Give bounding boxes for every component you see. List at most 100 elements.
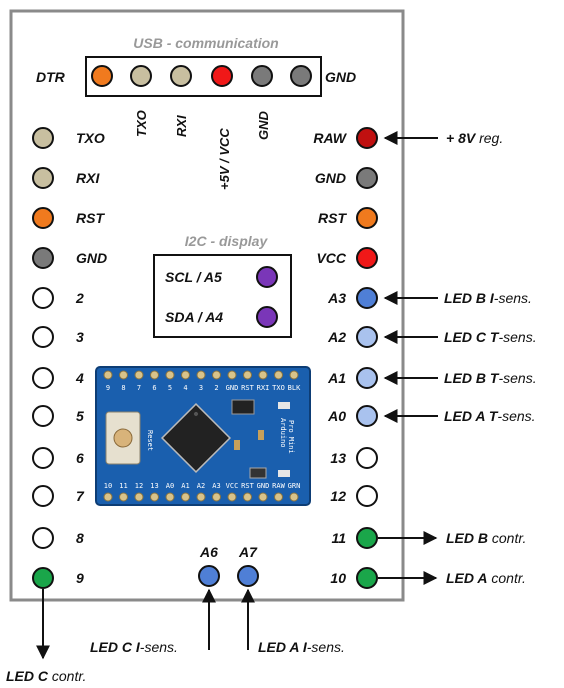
pcb-top-label-2: 7 [137,384,141,392]
note-p10: LED A contr. [446,570,526,586]
right-pin-label-10: 11 [331,530,346,546]
right-pin-label-8: 13 [330,450,346,466]
left-pin-6 [33,368,53,388]
left-pin-label-0: TXO [76,130,105,146]
left-pin-10 [33,528,53,548]
right-pin-label-11: 10 [330,570,346,586]
pcb-top-label-4: 5 [168,384,172,392]
led-a [278,402,290,409]
pcb-top-label-10: RXI [257,384,270,392]
pcb-top-hole-9 [244,371,252,379]
i2c-sda-label: SDA / A4 [165,309,223,325]
right-pin-4 [357,288,377,308]
left-pin-11 [33,568,53,588]
a7-pin [238,566,258,586]
pcb-bottom-hole-0 [104,493,112,501]
left-pin-label-6: 4 [75,370,84,386]
usb-pin-label-vcc: +5V / VCC [217,128,232,190]
right-pin-label-3: VCC [316,250,346,266]
pcb-top-hole-11 [275,371,283,379]
pcb-top-hole-1 [120,371,128,379]
right-pin-3 [357,248,377,268]
reset-button-cap [114,429,132,447]
pcb-top-hole-0 [104,371,112,379]
right-pin-label-1: GND [315,170,346,186]
left-pin-9 [33,486,53,506]
pcb-bottom-hole-3 [151,493,159,501]
right-pin-11 [357,568,377,588]
pcb-top-hole-3 [151,371,159,379]
usb-pin-label-txo: TXO [134,110,149,137]
model-label: Pro Mini [287,420,295,454]
pcb-bottom-label-2: 12 [135,482,143,490]
i2c-sda-pin [257,307,277,327]
smd-cap-a [234,440,240,450]
right-pin-label-7: A0 [327,408,346,424]
usb-pin-2 [171,66,191,86]
left-pin-label-8: 6 [76,450,84,466]
pcb-bottom-hole-4 [166,493,174,501]
right-pin-1 [357,168,377,188]
left-pin-3 [33,248,53,268]
pcb-top-label-1: 8 [121,384,125,392]
left-pin-label-5: 3 [76,329,84,345]
smd-cap-b [258,430,264,440]
usb-pin-0 [92,66,112,86]
pcb-top-hole-7 [213,371,221,379]
note-a1: LED B T-sens. [444,370,537,386]
right-pin-10 [357,528,377,548]
brand-label: Arduino [279,418,287,448]
usb-pin-5 [291,66,311,86]
pcb-bottom-label-8: VCC [226,482,239,490]
pcb-bottom-hole-1 [120,493,128,501]
usb-header-box [86,57,321,96]
pcb-bottom-label-0: 10 [104,482,112,490]
right-pin-label-9: 12 [330,488,346,504]
left-pin-label-4: 2 [75,290,84,306]
pcb-bottom-hole-6 [197,493,205,501]
pcb-bottom-label-12: GRN [288,482,301,490]
pcb-top-label-11: TXO [272,384,285,392]
regulator-chip [232,400,254,414]
pcb-bottom-label-9: RST [241,482,254,490]
pcb-bottom-label-5: A1 [181,482,189,490]
pcb-bottom-hole-9 [244,493,252,501]
left-pin-5 [33,327,53,347]
left-pin-label-2: RST [76,210,105,226]
pcb-top-hole-4 [166,371,174,379]
left-pin-label-1: RXI [76,170,100,186]
note-a3: LED B I-sens. [444,290,532,306]
pcb-top-label-5: 4 [183,384,187,392]
a6-pin [199,566,219,586]
pcb-top-hole-6 [197,371,205,379]
note-a6: LED C I-sens. [90,639,178,655]
right-pin-label-4: A3 [327,290,346,306]
right-pin-label-5: A2 [327,329,346,345]
pcb-bottom-label-4: A0 [166,482,174,490]
smd-part [250,468,266,478]
left-pin-label-3: GND [76,250,107,266]
pcb-bottom-label-11: RAW [272,482,285,490]
right-pin-6 [357,368,377,388]
pcb-top-label-6: 3 [199,384,203,392]
right-pin-label-0: RAW [313,130,347,146]
a7-label: A7 [238,544,258,560]
right-pin-0 [357,128,377,148]
i2c-title: I2C - display [185,233,269,249]
note-a7: LED A I-sens. [258,639,345,655]
usb-title: USB - communication [133,35,278,51]
pcb-top-label-7: 2 [214,384,218,392]
note-p9: LED C contr. [6,668,86,684]
usb-pin-label-rxi: RXI [174,115,189,137]
usb-pin-label-gnd: GND [256,111,271,141]
pcb-top-hole-12 [290,371,298,379]
usb-pin-1 [131,66,151,86]
right-pin-8 [357,448,377,468]
left-pin-4 [33,288,53,308]
left-pin-7 [33,406,53,426]
left-pin-0 [33,128,53,148]
pcb-top-label-0: 9 [106,384,110,392]
note-p11: LED B contr. [446,530,526,546]
